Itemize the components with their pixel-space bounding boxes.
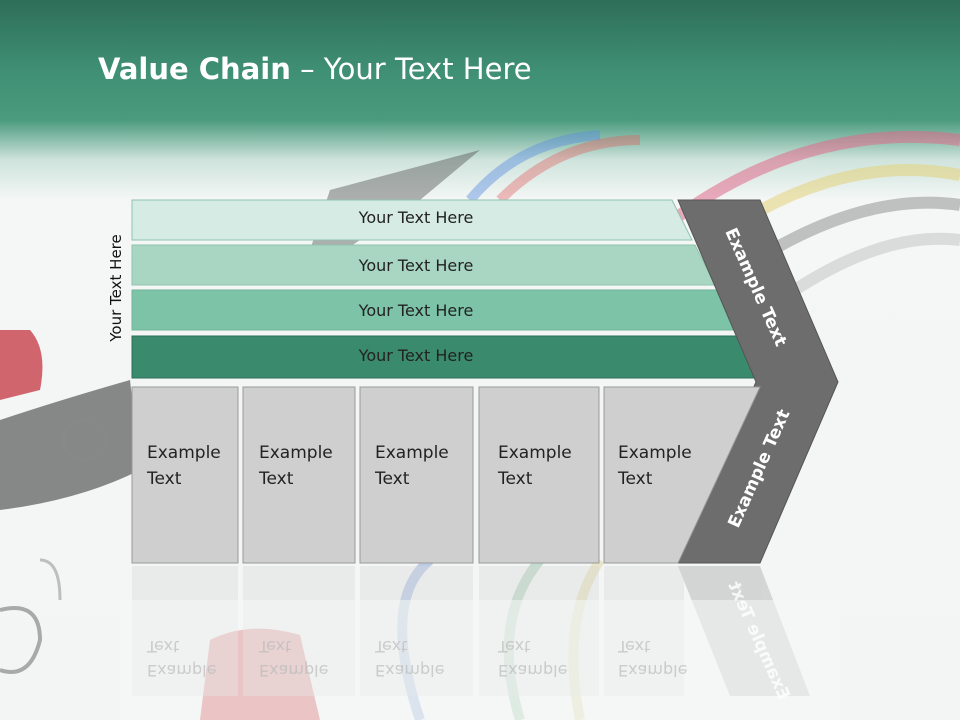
bar-1[interactable] [131,199,693,241]
column-text-4-reflection: Example Text [498,634,567,682]
refl-3-line2: Text [375,637,408,656]
column-text-1-reflection: Example Text [147,634,216,682]
column-text-3-line2: Text [375,469,410,489]
column-text-3-line1: Example [375,443,449,463]
column-text-1-line1: Example [147,443,221,463]
column-text-2-line1: Example [259,443,333,463]
column-box-2[interactable] [242,386,356,564]
column-text-5-line2: Text [618,469,653,489]
reflection-fade [120,600,840,720]
refl-1-line2: Text [147,637,180,656]
bar-label-2: Your Text Here [358,256,474,275]
column-text-5-reflection: Example Text [618,634,687,682]
column-box-4[interactable] [478,386,600,564]
column-text-2-reflection: Example Text [259,634,328,682]
column-text-2-line2: Text [259,469,294,489]
refl-2-line1: Example [259,661,329,680]
bar-label-3: Your Text Here [358,301,474,320]
refl-4-line1: Example [498,661,568,680]
column-text-1-line2: Text [147,469,182,489]
column-text-4-line1: Example [498,443,572,463]
refl-5-line2: Text [618,637,651,656]
title-strong: Value Chain [98,52,291,86]
column-box-1[interactable] [131,386,239,564]
page-title: Value Chain – Your Text Here [98,52,532,96]
column-text-5-line1: Example [618,443,692,463]
refl-1-line1: Example [147,661,217,680]
title-rest: – Your Text Here [290,52,532,86]
bar-label-4: Your Text Here [358,346,474,365]
column-text-4-line2: Text [498,469,533,489]
refl-3-line1: Example [375,661,445,680]
refl-2-line2: Text [259,637,292,656]
column-box-5[interactable] [603,386,761,564]
column-text-3-reflection: Example Text [375,634,444,682]
column-box-3[interactable] [359,386,474,564]
bar-label-1: Your Text Here [358,208,474,227]
refl-4-line2: Text [498,637,531,656]
refl-5-line1: Example [618,661,688,680]
